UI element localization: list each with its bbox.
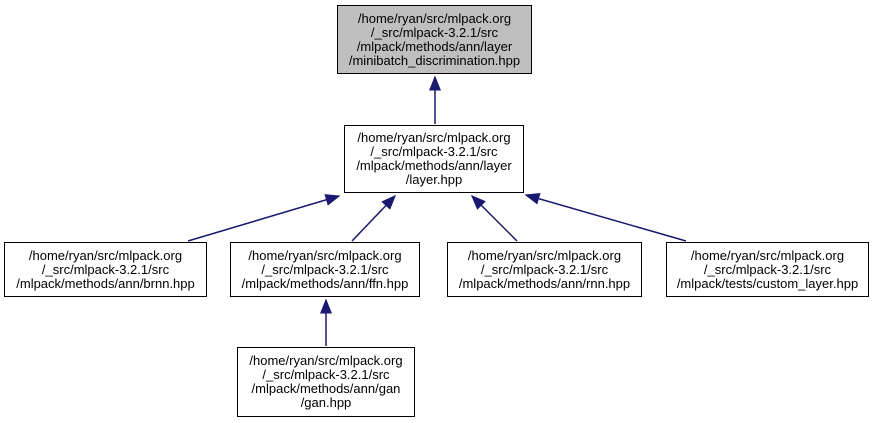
node-label: /home/ryan/src/mlpack.org /_src/mlpack-3…	[249, 353, 403, 410]
node-label: /home/ryan/src/mlpack.org /_src/mlpack-3…	[356, 130, 512, 187]
node-minibatch-discrimination-hpp: /home/ryan/src/mlpack.org /_src/mlpack-3…	[337, 5, 532, 74]
edge-custom-layer-to-layer	[524, 192, 687, 242]
node-label: /home/ryan/src/mlpack.org /_src/mlpack-3…	[458, 247, 631, 291]
node-brnn-hpp[interactable]: /home/ryan/src/mlpack.org /_src/mlpack-3…	[4, 242, 207, 297]
edge-brnn-to-layer	[187, 194, 341, 242]
node-label: /home/ryan/src/mlpack.org /_src/mlpack-3…	[16, 247, 195, 291]
node-rnn-hpp[interactable]: /home/ryan/src/mlpack.org /_src/mlpack-3…	[447, 242, 642, 297]
edge-rnn-to-layer	[470, 194, 518, 242]
node-label: /home/ryan/src/mlpack.org /_src/mlpack-3…	[676, 247, 859, 291]
node-custom-layer-hpp[interactable]: /home/ryan/src/mlpack.org /_src/mlpack-3…	[666, 242, 869, 297]
node-gan-hpp[interactable]: /home/ryan/src/mlpack.org /_src/mlpack-3…	[237, 347, 415, 417]
edge-ffn-to-layer	[351, 194, 397, 242]
node-ffn-hpp[interactable]: /home/ryan/src/mlpack.org /_src/mlpack-3…	[230, 242, 420, 297]
node-label: /home/ryan/src/mlpack.org /_src/mlpack-3…	[241, 247, 409, 291]
node-layer-hpp[interactable]: /home/ryan/src/mlpack.org /_src/mlpack-3…	[344, 125, 524, 193]
node-label: /home/ryan/src/mlpack.org /_src/mlpack-3…	[348, 10, 521, 68]
